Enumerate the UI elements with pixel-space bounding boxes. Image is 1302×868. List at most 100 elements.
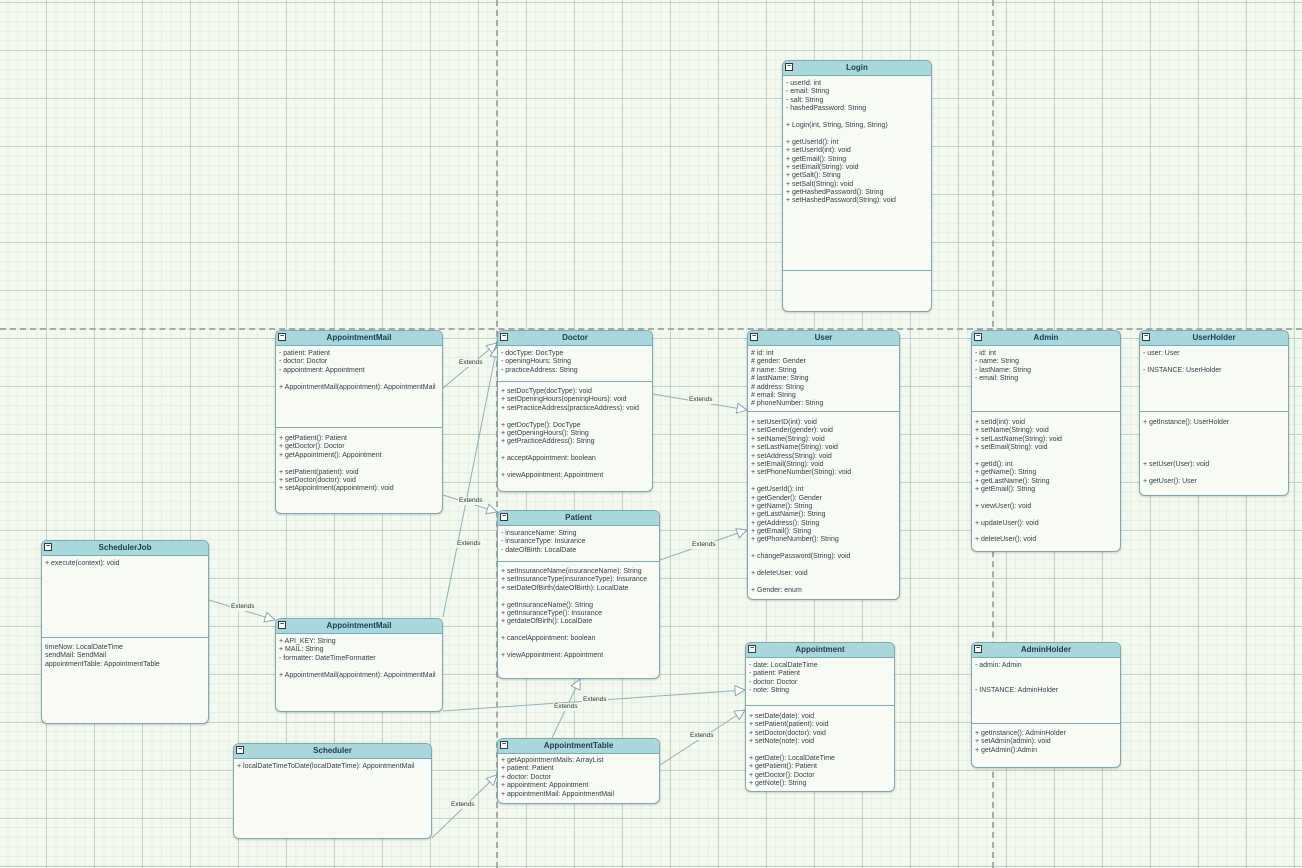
method-row[interactable]: + setPhoneNumber(String): void: [751, 469, 852, 477]
attribute-row[interactable]: + patient: Patient: [501, 765, 554, 773]
method-row[interactable]: + getUserId(): int: [751, 486, 804, 494]
constructor-row[interactable]: + AppointmentMail(appointment): Appointm…: [279, 671, 436, 679]
method-row[interactable]: + cancelAppointment: boolean: [501, 635, 596, 643]
attribute-row[interactable]: timeNow: LocalDateTime: [45, 644, 123, 651]
method-row[interactable]: + getUserId(): int: [786, 138, 839, 146]
method-row[interactable]: + getAddress(): String: [751, 519, 820, 527]
attribute-row[interactable]: - email: String: [975, 375, 1019, 383]
class-header[interactable]: − SchedulerJob: [42, 541, 208, 556]
method-row[interactable]: + deleteUser: void: [751, 570, 808, 578]
attribute-row[interactable]: - INSTANCE: UserHolder: [1143, 366, 1222, 374]
method-row[interactable]: + getDate(): LocalDateTime: [749, 754, 835, 762]
method-row[interactable]: + setLastName(String): void: [751, 444, 838, 452]
collapse-icon[interactable]: −: [748, 645, 756, 653]
method-row[interactable]: + setDocType(docType): void: [501, 388, 592, 395]
collapse-icon[interactable]: −: [1142, 333, 1150, 341]
method-row[interactable]: + setUserID(int): void: [751, 419, 817, 426]
method-row[interactable]: + setEmail(String): void: [975, 444, 1048, 452]
method-row[interactable]: + setGender(gender): void: [751, 427, 833, 435]
class-header[interactable]: − Doctor: [498, 331, 652, 346]
edge-appointmentmail2-doctor[interactable]: [442, 346, 501, 618]
method-row[interactable]: + setEmail(String): void: [751, 460, 824, 468]
collapse-icon[interactable]: −: [500, 741, 508, 749]
class-header[interactable]: − Appointment: [746, 643, 894, 658]
method-row[interactable]: + execute(context): void: [45, 560, 120, 567]
method-row[interactable]: + setDateOfBirth(dateOfBirth): LocalDate: [501, 584, 629, 592]
method-row[interactable]: + setDoctor(doctor): void: [279, 476, 356, 484]
attribute-row[interactable]: - patient: Patient: [749, 670, 800, 678]
attribute-row[interactable]: - lastName: String: [975, 366, 1032, 374]
method-row[interactable]: + getAppointment(): Appointment: [279, 451, 382, 459]
attribute-row[interactable]: - practiceAddress: String: [501, 366, 578, 374]
method-row[interactable]: + getDocType(): DocType: [501, 421, 581, 429]
attribute-row[interactable]: + doctor: Doctor: [501, 773, 551, 781]
attribute-row[interactable]: - userId: int: [786, 80, 822, 87]
attribute-row[interactable]: # lastName: String: [751, 375, 809, 383]
attribute-row[interactable]: + API_KEY: String: [279, 638, 336, 645]
method-row[interactable]: + setDate(date): void: [749, 713, 815, 720]
attribute-row[interactable]: - patient: Patient: [279, 350, 330, 357]
attribute-row[interactable]: - formatter: DateTimeFormatter: [279, 654, 376, 662]
class-appointmentmail-top[interactable]: − AppointmentMail - patient: Patient - d…: [275, 330, 443, 514]
method-row[interactable]: + setPatient(patient): void: [279, 468, 359, 476]
collapse-icon[interactable]: −: [44, 543, 52, 551]
method-row[interactable]: + getHashedPassword(): String: [786, 189, 884, 197]
method-row[interactable]: + setNote(note): void: [749, 738, 815, 746]
attribute-row[interactable]: # phoneNumber: String: [751, 400, 824, 408]
method-row[interactable]: + setHashedPassword(String): void: [786, 197, 896, 205]
collapse-icon[interactable]: −: [500, 513, 508, 521]
collapse-icon[interactable]: −: [974, 645, 982, 653]
method-row[interactable]: + getInstance(): UserHolder: [1143, 419, 1230, 426]
attribute-row[interactable]: - openingHours: String: [501, 358, 572, 366]
class-header[interactable]: − Login: [783, 61, 931, 76]
method-row[interactable]: + setUser(User): void: [1143, 460, 1210, 468]
class-appointmenttable[interactable]: − AppointmentTable + getAppointmentMails…: [497, 738, 660, 804]
method-row[interactable]: + getDoctor(): Doctor: [749, 771, 815, 779]
collapse-icon[interactable]: −: [974, 333, 982, 341]
method-row[interactable]: + getName(): String: [975, 469, 1037, 477]
method-row[interactable]: + getEmail(): String: [975, 486, 1036, 494]
method-row[interactable]: + acceptAppointment: boolean: [501, 455, 596, 463]
class-patient[interactable]: − Patient - insuranceName: String - insu…: [497, 510, 660, 679]
method-row[interactable]: + getGender(): Gender: [751, 494, 823, 502]
attribute-row[interactable]: - doctor: Doctor: [279, 358, 328, 366]
attribute-row[interactable]: # id: int: [751, 350, 774, 357]
attribute-row[interactable]: - docType: DocType: [501, 350, 564, 357]
method-row[interactable]: + setDoctor(doctor): void: [749, 729, 826, 737]
class-appointment[interactable]: − Appointment - date: LocalDateTime - pa…: [745, 642, 895, 792]
attribute-row[interactable]: - insuranceType: Insurance: [501, 538, 586, 546]
attribute-row[interactable]: - salt: String: [786, 96, 824, 104]
class-user[interactable]: − User # id: int # gender: Gender # name…: [747, 330, 900, 600]
method-row[interactable]: + setInsuranceName(insuranceName): Strin…: [501, 568, 642, 575]
method-row[interactable]: + viewAppointment: Appointment: [501, 651, 604, 659]
class-appointmentmail-bottom[interactable]: − AppointmentMail + API_KEY: String + MA…: [275, 618, 443, 712]
class-header[interactable]: − AppointmentMail: [276, 331, 442, 346]
method-row[interactable]: + viewUser(): void: [975, 502, 1032, 510]
class-scheduler[interactable]: − Scheduler + localDateTimeToDate(localD…: [233, 743, 432, 839]
attribute-row[interactable]: - hashedPassword: String: [786, 105, 867, 113]
attribute-row[interactable]: - id: int: [975, 350, 997, 357]
attribute-row[interactable]: appointmentTable: AppointmentTable: [45, 660, 160, 668]
attribute-row[interactable]: - insuranceName: String: [501, 530, 577, 537]
method-row[interactable]: + setUserId(int): void: [786, 147, 851, 155]
method-row[interactable]: + getEmail(): String: [786, 155, 847, 163]
method-row[interactable]: + getInsuranceName(): String: [501, 601, 594, 609]
constructor-row[interactable]: + Login(int, String, String, String): [786, 121, 888, 129]
collapse-icon[interactable]: −: [236, 746, 244, 754]
collapse-icon[interactable]: −: [278, 333, 286, 341]
method-row[interactable]: + setSalt(String): void: [786, 180, 854, 188]
method-row[interactable]: + getEmail(): String: [751, 528, 812, 536]
class-login[interactable]: − Login - userId: int - email: String - …: [782, 60, 932, 312]
method-row[interactable]: + getNote(): String: [749, 780, 807, 788]
class-adminholder[interactable]: − AdminHolder - admin: Admin - INSTANCE:…: [971, 642, 1121, 768]
attribute-row[interactable]: # email: String: [751, 391, 796, 399]
method-row[interactable]: + setOpeningHours(openingHours): void: [501, 396, 627, 404]
attribute-row[interactable]: - name: String: [975, 358, 1019, 366]
method-row[interactable]: + setName(String): void: [751, 435, 825, 443]
method-row[interactable]: + getSalt(): String: [786, 172, 841, 180]
class-header[interactable]: − Admin: [972, 331, 1120, 346]
attribute-row[interactable]: + appointment: Appointment: [501, 782, 589, 790]
method-row[interactable]: + setAppointment(appointment): void: [279, 485, 394, 493]
class-header[interactable]: − Patient: [498, 511, 659, 526]
method-row[interactable]: + getInsuranceType(): Insurance: [501, 609, 602, 617]
